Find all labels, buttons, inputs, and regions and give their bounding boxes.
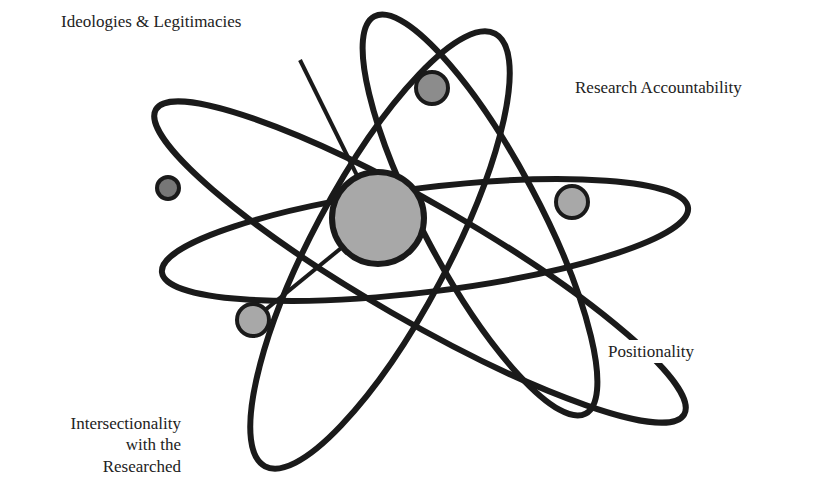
orbit	[205, 2, 555, 498]
concept-label: Research Accountability	[572, 76, 745, 99]
electron	[157, 177, 179, 199]
concept-label: Positionality	[605, 340, 697, 363]
electron	[237, 304, 269, 336]
concept-label: Intersectionality with the Researched	[43, 412, 184, 478]
concept-label: Ideologies & Legitimacies	[58, 10, 244, 33]
electron	[416, 72, 448, 104]
nucleus	[332, 172, 424, 264]
orbit	[323, 0, 637, 441]
electron	[556, 186, 588, 218]
orbit	[127, 59, 713, 464]
